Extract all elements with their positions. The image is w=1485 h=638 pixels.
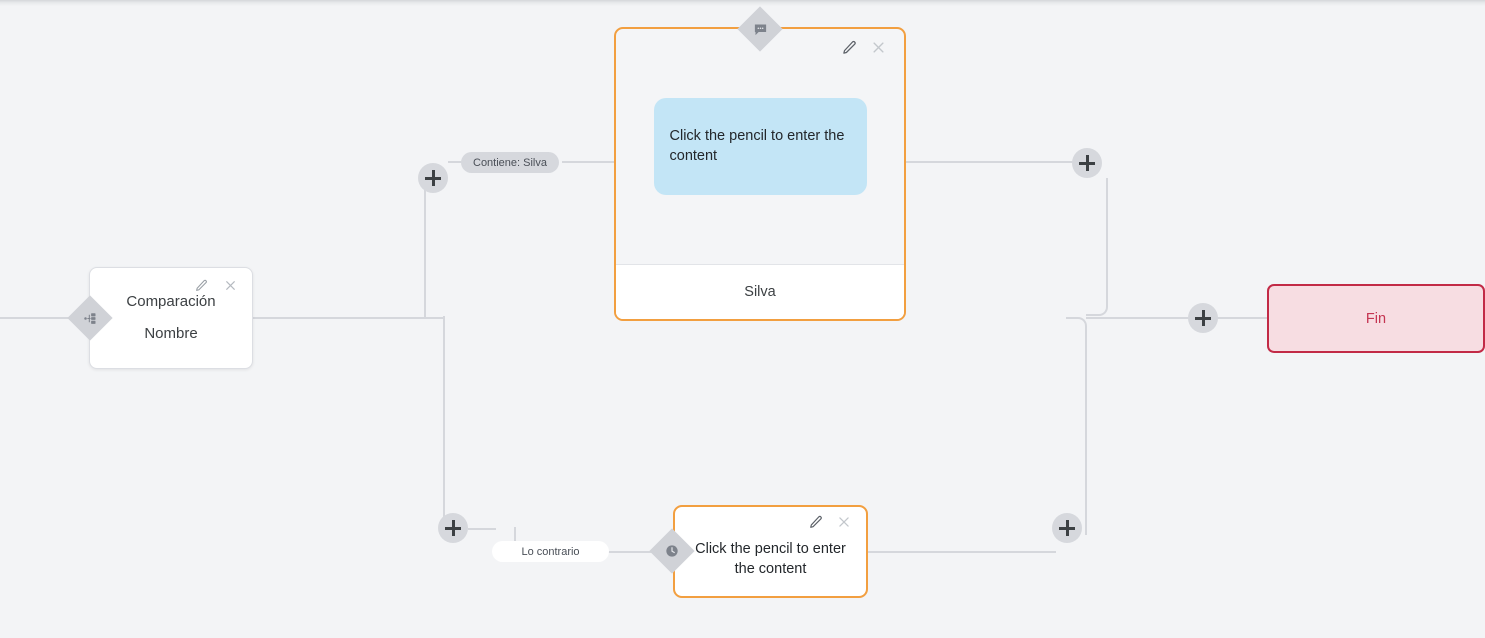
node-message-silva-footer: Silva — [616, 264, 904, 319]
edge-false-plus-to-label — [468, 528, 496, 530]
node-comparison-actions — [195, 279, 237, 292]
edge-true-label-to-node — [562, 161, 614, 163]
pencil-icon[interactable] — [842, 40, 857, 55]
node-comparison-subtitle: Nombre — [144, 325, 198, 342]
add-node-branch-true-end[interactable] — [1072, 148, 1102, 178]
edge-label-branch-true[interactable]: Contiene: Silva — [461, 152, 559, 173]
edge-canvas-to-comparison — [0, 317, 72, 319]
sitemap-icon — [74, 302, 106, 334]
node-message-silva[interactable]: Click the pencil to enter the content Si… — [614, 27, 906, 321]
close-icon[interactable] — [224, 279, 237, 292]
edge-true-plus-to-label — [448, 161, 470, 163]
add-node-branch-false-start[interactable] — [438, 513, 468, 543]
add-node-branch-true-start[interactable] — [418, 163, 448, 193]
node-comparison-badge[interactable] — [67, 295, 113, 341]
edge-merge-to-end-plus — [1086, 317, 1189, 319]
node-message-otherwise-actions — [809, 515, 851, 529]
node-message-otherwise-text[interactable]: Click the pencil to enter the content — [695, 540, 846, 577]
node-end[interactable]: Fin — [1267, 284, 1485, 353]
clock-icon — [656, 535, 688, 567]
edge-false-merge-riser — [1066, 317, 1087, 535]
node-message-silva-actions — [842, 40, 886, 55]
add-node-before-end[interactable] — [1188, 303, 1218, 333]
add-node-branch-false-end[interactable] — [1052, 513, 1082, 543]
pencil-icon[interactable] — [809, 515, 823, 529]
top-edge-shadow — [0, 0, 1485, 6]
close-icon[interactable] — [871, 40, 886, 55]
node-message-otherwise-body: Click the pencil to enter the content — [675, 507, 866, 596]
node-message-silva-body: Click the pencil to enter the content — [616, 29, 904, 264]
edge-false-node-to-plus — [868, 551, 1056, 553]
node-end-label: Fin — [1365, 310, 1387, 327]
edge-comparison-out — [253, 317, 443, 319]
pencil-icon[interactable] — [195, 279, 208, 292]
edge-false-label-to-node — [605, 551, 672, 553]
node-message-silva-badge[interactable] — [737, 6, 783, 52]
close-icon[interactable] — [837, 515, 851, 529]
node-comparison-title: Comparación — [126, 292, 216, 310]
edge-true-merge-riser — [1086, 178, 1108, 316]
node-message-otherwise[interactable]: Click the pencil to enter the content — [673, 505, 868, 598]
edge-branch-false-riser — [443, 316, 464, 531]
edge-end-plus-to-end-node — [1217, 317, 1267, 319]
edge-branch-true-riser — [424, 178, 444, 319]
node-message-silva-bubble[interactable]: Click the pencil to enter the content — [653, 98, 867, 195]
node-comparison[interactable]: Comparación Nombre — [89, 267, 253, 369]
node-message-otherwise-badge[interactable] — [649, 528, 695, 574]
chat-bubble-icon — [744, 13, 776, 45]
edge-true-node-to-plus — [905, 161, 1073, 163]
edge-label-branch-false[interactable]: Lo contrario — [492, 541, 609, 562]
